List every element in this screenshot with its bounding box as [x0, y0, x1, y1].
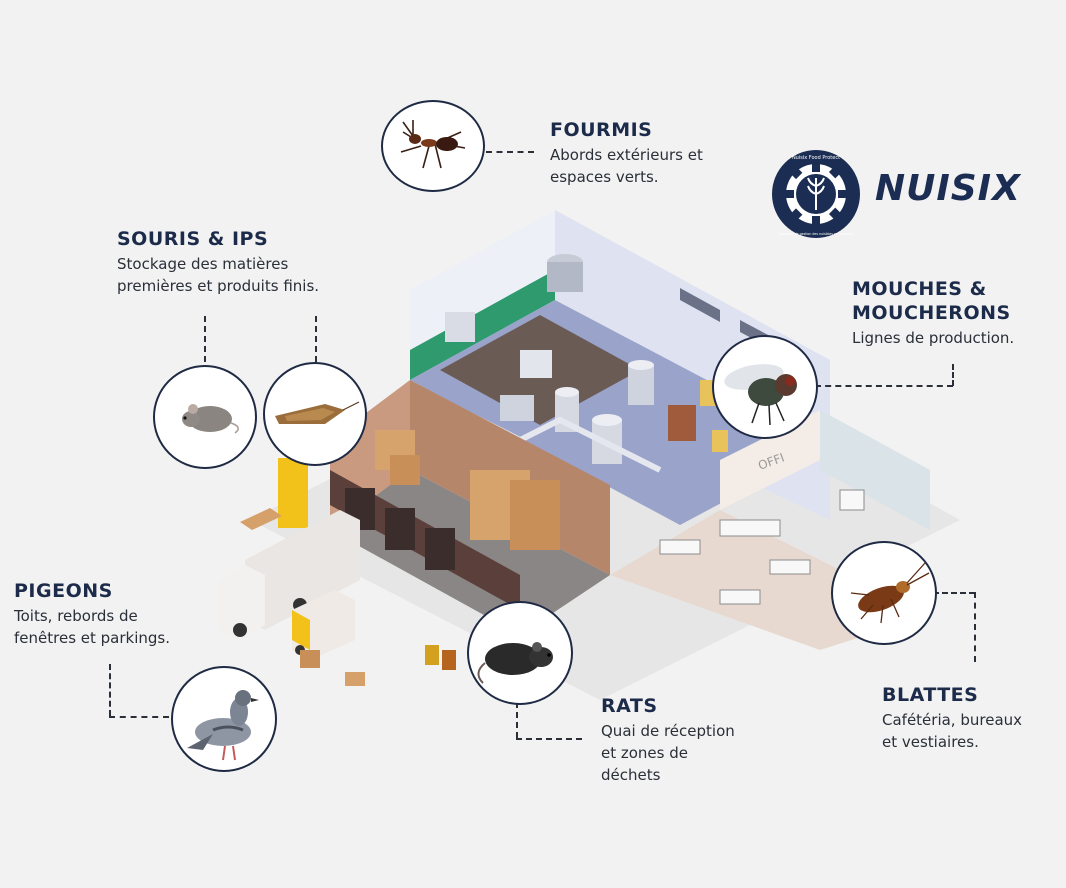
label-blattes-desc-1: Cafétéria, bureaux [882, 711, 1023, 729]
production-wall-stripe [410, 270, 555, 380]
office-wall-right [820, 410, 930, 530]
label-pigeons-desc-1: Toits, rebords de [14, 607, 138, 625]
mouse-circle [153, 365, 257, 469]
label-souris-title: SOURIS & IPS [117, 228, 269, 250]
connector-pigeons-h [109, 716, 169, 718]
label-pigeons-title: PIGEONS [14, 580, 113, 602]
wheat-icon [807, 177, 825, 210]
rat-icon [477, 642, 553, 684]
label-mouches-title-1: MOUCHES & [852, 278, 987, 300]
label-mouches-title-2: MOUCHERONS [852, 302, 1011, 324]
office-desks [659, 489, 865, 605]
label-souris-desc-1: Stockage des matières [117, 255, 289, 273]
label-blattes-desc-2: et vestiaires. [882, 733, 979, 751]
connector-mouches-h [815, 385, 953, 387]
label-fourmis-desc-1: Abords extérieurs et [550, 146, 703, 164]
label-rats-desc-3: déchets [601, 766, 661, 784]
label-fourmis-desc-2: espaces verts. [550, 168, 659, 186]
connector-souris-2 [315, 316, 317, 362]
fly-circle [712, 335, 818, 439]
ant-circle [381, 100, 485, 192]
label-fourmis: FOURMIS Abords extérieurs et espaces ver… [550, 118, 703, 188]
mouse-icon [182, 404, 239, 434]
pigeon-circle [171, 666, 277, 772]
pigeon-icon [187, 690, 259, 761]
label-pigeons: PIGEONS Toits, rebords de fenêtres et pa… [14, 579, 170, 649]
connector-blattes-v [974, 592, 976, 662]
logo-ring-bottom: Solutions de gestion des nuisibles en in… [779, 232, 853, 236]
moth-circle [263, 362, 367, 466]
label-pigeons-desc-2: fenêtres et parkings. [14, 629, 170, 647]
cockroach-circle [831, 541, 937, 645]
label-mouches: MOUCHES & MOUCHERONS Lignes de productio… [852, 277, 1014, 349]
connector-blattes-h [933, 592, 975, 594]
office-wall-back [720, 410, 820, 510]
connector-souris-1 [204, 316, 206, 362]
connector-rats-v [516, 702, 518, 738]
label-rats-desc-2: et zones de [601, 744, 688, 762]
ant-icon [400, 120, 466, 169]
label-rats-title: RATS [601, 695, 658, 717]
label-souris: SOURIS & IPS Stockage des matières premi… [117, 227, 319, 297]
warehouse-shelves [375, 430, 560, 550]
nuisix-logo-badge: Nuisix Food Protect Solutions de gestion… [772, 150, 860, 238]
label-souris-desc-2: premières et produits finis. [117, 277, 320, 295]
connector-pigeons-v [109, 664, 111, 716]
logo-ring-top: Nuisix Food Protect [792, 155, 840, 161]
label-fourmis-title: FOURMIS [550, 119, 653, 141]
label-blattes-title: BLATTES [882, 684, 979, 706]
label-rats: RATS Quai de réception et zones de déche… [601, 694, 735, 786]
connector-rats-h [516, 738, 582, 740]
cockroach-icon [850, 562, 930, 624]
yellow-column [278, 458, 308, 528]
connector-mouches-v [952, 364, 954, 386]
connector-fourmis [486, 151, 534, 153]
brand-name: NUISIX [875, 168, 1021, 209]
fly-icon [724, 364, 797, 426]
label-mouches-desc-1: Lignes de production. [852, 329, 1015, 347]
rat-circle [467, 601, 573, 705]
production-tanks [445, 254, 728, 464]
moth-icon [275, 401, 360, 424]
pallets-barrels [240, 508, 456, 686]
label-rats-desc-1: Quai de réception [601, 722, 735, 740]
label-blattes: BLATTES Cafétéria, bureaux et vestiaires… [882, 683, 1022, 753]
